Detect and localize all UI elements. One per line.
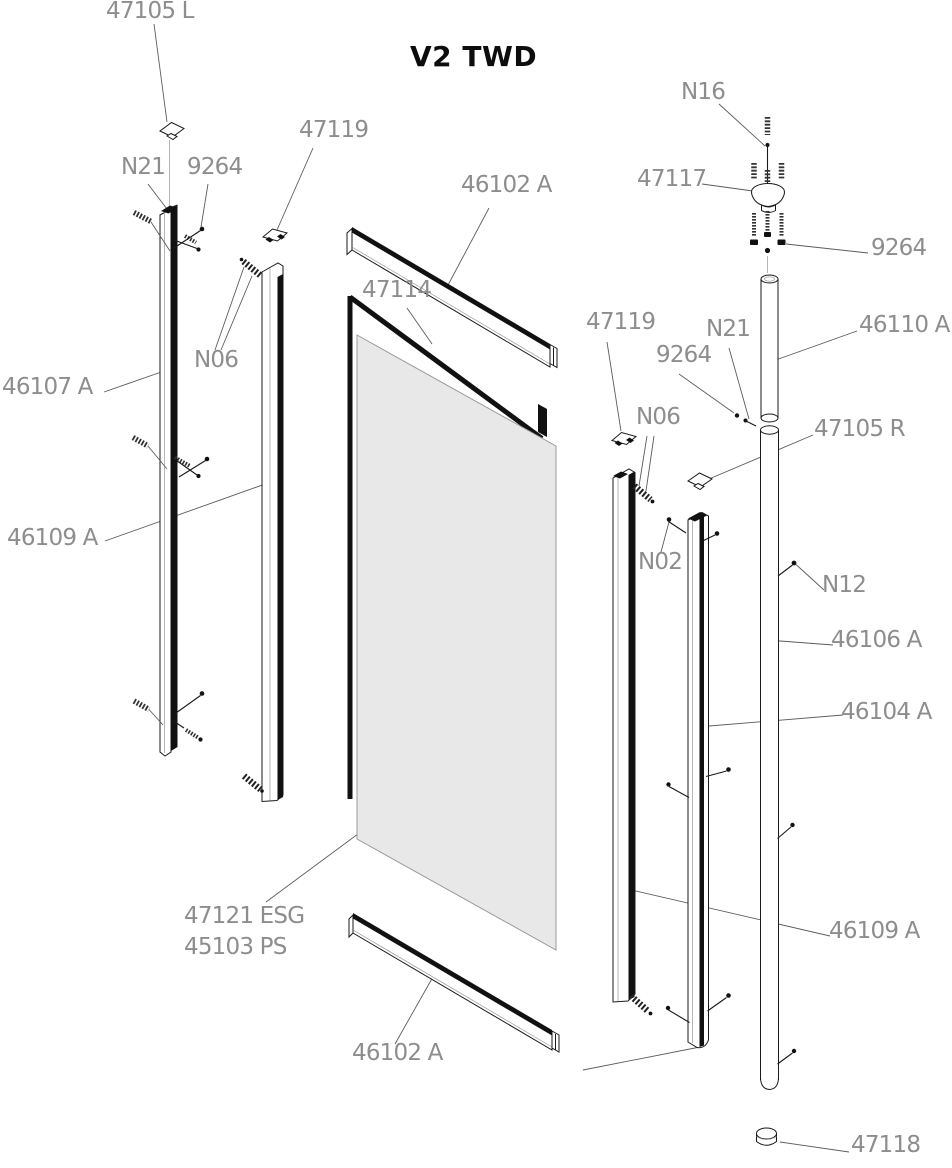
label-47105-l: 47105 L <box>106 0 195 24</box>
wall-anchor-group-mid <box>131 435 210 479</box>
label-9264-right: 9264 <box>871 235 927 261</box>
label-n06-left: N06 <box>194 347 239 373</box>
label-n02: N02 <box>638 549 683 575</box>
cap-47119-left <box>261 228 289 243</box>
leader-lines <box>103 23 869 1153</box>
pole-upper-46110 <box>760 274 779 423</box>
diagram-title: V2 TWD <box>410 40 538 73</box>
label-45103-ps: 45103 PS <box>184 934 287 960</box>
label-47117: 47117 <box>637 166 707 192</box>
cap-47105-r <box>687 472 713 491</box>
screws-pole-joint <box>734 413 757 427</box>
label-9264-mid: 9264 <box>656 342 712 368</box>
screws-profile-bottom <box>665 993 731 1023</box>
label-9264-left: 9264 <box>187 154 243 180</box>
label-n16: N16 <box>681 79 726 105</box>
bottom-cap-47118 <box>756 1127 777 1146</box>
wall-anchor-group-top <box>132 210 205 252</box>
label-46110a: 46110 A <box>859 312 950 338</box>
screws-n02 <box>666 517 720 542</box>
pole-lower-46106 <box>760 425 779 1091</box>
label-47119-mid: 47119 <box>586 309 656 335</box>
screws-profile-mid <box>666 764 731 807</box>
label-47119-left: 47119 <box>299 117 369 143</box>
label-47118: 47118 <box>851 1132 921 1158</box>
label-47121-esg: 47121 ESG <box>184 903 305 929</box>
wall-anchor-group-bottom <box>132 691 205 742</box>
ceiling-mount-47117 <box>750 117 786 273</box>
label-46104a: 46104 A <box>841 699 932 725</box>
label-46107a: 46107 A <box>2 374 93 400</box>
bottom-rail-46102 <box>348 913 560 1053</box>
top-rail-46102 <box>346 227 558 369</box>
cap-47119-right <box>610 431 638 446</box>
label-47105-r: 47105 R <box>814 416 906 442</box>
label-46109a-right: 46109 A <box>829 918 920 944</box>
label-46102a-bottom: 46102 A <box>352 1040 443 1066</box>
door-profile-46104 <box>687 511 709 1049</box>
seal-profile-46109-left <box>239 257 284 803</box>
cap-47105-l <box>159 121 185 206</box>
label-47114: 47114 <box>362 277 432 303</box>
label-46106a: 46106 A <box>831 627 922 653</box>
glass-panel-47121 <box>356 334 557 951</box>
label-46102a-top: 46102 A <box>461 172 552 198</box>
screws-n12 <box>777 560 797 1065</box>
seal-profile-46109-right <box>612 468 655 1016</box>
wall-profile-46107 <box>159 204 178 757</box>
label-46109a-left: 46109 A <box>7 525 98 551</box>
label-n21-right: N21 <box>706 316 751 342</box>
label-n12: N12 <box>822 572 867 598</box>
label-n21-left: N21 <box>121 154 166 180</box>
glass-seal-47114 <box>347 294 547 799</box>
label-n06-right: N06 <box>636 404 681 430</box>
